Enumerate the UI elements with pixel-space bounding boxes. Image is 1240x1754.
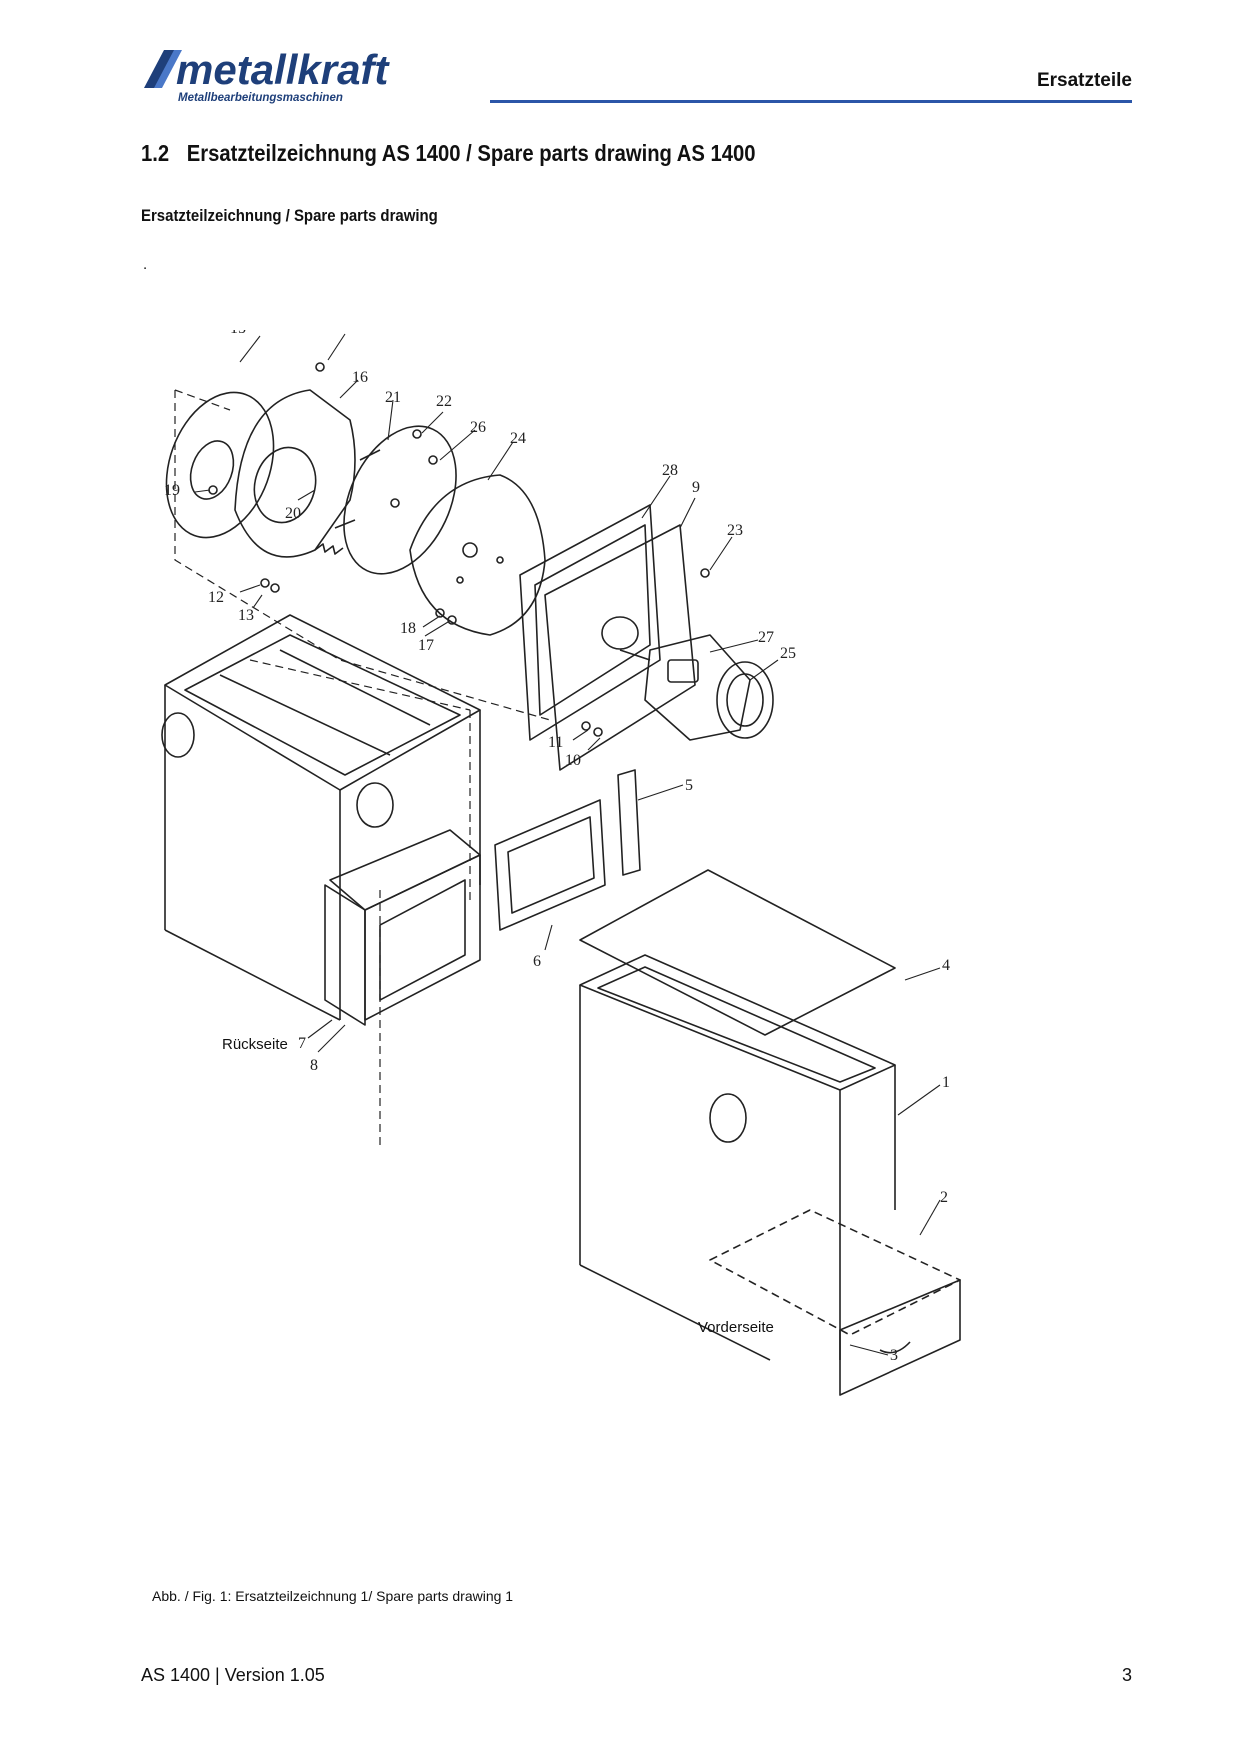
header-section-title: Ersatzteile	[1036, 70, 1132, 91]
section-number: 1.2	[141, 140, 170, 166]
gasket-frame	[519, 504, 661, 741]
part-number: 24	[510, 430, 526, 447]
part-number: 18	[400, 620, 416, 637]
part-number: 15	[230, 330, 246, 337]
part-number: 9	[692, 479, 700, 496]
part-number: 26	[470, 419, 486, 436]
header-divider	[490, 100, 1132, 103]
spring	[314, 543, 344, 555]
part-number: 22	[436, 393, 452, 410]
brand-name: metallkraft	[176, 46, 390, 93]
part-number: 3	[890, 1347, 898, 1364]
part-number: 13	[238, 607, 254, 624]
part-number: 8	[310, 1057, 318, 1074]
front-cabinet	[579, 954, 896, 1361]
brand-logo: metallkraft Metallbearbeitungsmaschinen	[140, 44, 470, 106]
part-number: 25	[780, 645, 796, 662]
footer-model-version: AS 1400 | Version 1.05	[141, 1665, 325, 1685]
brand-tagline: Metallbearbeitungsmaschinen	[178, 92, 343, 104]
part-number: 14	[338, 330, 354, 334]
part-number: 7	[298, 1035, 306, 1052]
filter-bar	[617, 769, 641, 876]
leader-lines	[194, 333, 941, 1356]
drawing-subtitle: Ersatzteilzeichnung / Spare parts drawin…	[141, 206, 438, 225]
drawer	[709, 1209, 961, 1396]
figure-caption: Abb. / Fig. 1: Ersatzteilzeichnung 1/ Sp…	[152, 1588, 514, 1604]
fan-housing	[234, 389, 356, 558]
part-number: 17	[418, 637, 434, 654]
part-number: 11	[548, 734, 563, 751]
part-number: 4	[942, 957, 950, 974]
filter-frames	[324, 829, 481, 1026]
rear-side-label: Rückseite	[222, 1036, 288, 1053]
part-number: 19	[164, 482, 180, 499]
footer-page-number: 3	[1121, 1665, 1132, 1685]
impeller	[334, 425, 457, 575]
part-number: 16	[352, 369, 368, 386]
part-number: 1	[942, 1074, 950, 1091]
spare-parts-drawing: 15 14 16 21 22 26 24 19 20 28 9 23 27 25…	[161, 330, 961, 1396]
part-number: 28	[662, 462, 678, 479]
rear-cabinet	[161, 614, 481, 1021]
section-heading: 1.2 Ersatzteilzeichnung AS 1400 / Spare p…	[141, 140, 756, 167]
part-number: 2	[940, 1189, 948, 1206]
part-number: 5	[685, 777, 693, 794]
part-number: 23	[727, 522, 743, 539]
flange-plate	[165, 391, 275, 539]
stray-mark: .	[143, 256, 148, 273]
honeycomb-filter	[494, 799, 606, 931]
top-lid	[579, 869, 896, 1036]
part-number: 12	[208, 589, 224, 606]
part-number: 27	[758, 629, 774, 646]
part-number: 6	[533, 953, 541, 970]
front-side-label: Vorderseite	[698, 1319, 774, 1336]
part-number-labels: 15 14 16 21 22 26 24 19 20 28 9 23 27 25…	[164, 330, 950, 1364]
part-number: 21	[385, 389, 401, 406]
housing-cover	[409, 474, 546, 636]
part-number: 10	[565, 752, 581, 769]
mounting-plate	[544, 524, 696, 771]
section-title: Ersatzteilzeichnung AS 1400 / Spare part…	[186, 140, 756, 166]
part-number: 20	[285, 505, 301, 522]
motor	[619, 634, 774, 741]
